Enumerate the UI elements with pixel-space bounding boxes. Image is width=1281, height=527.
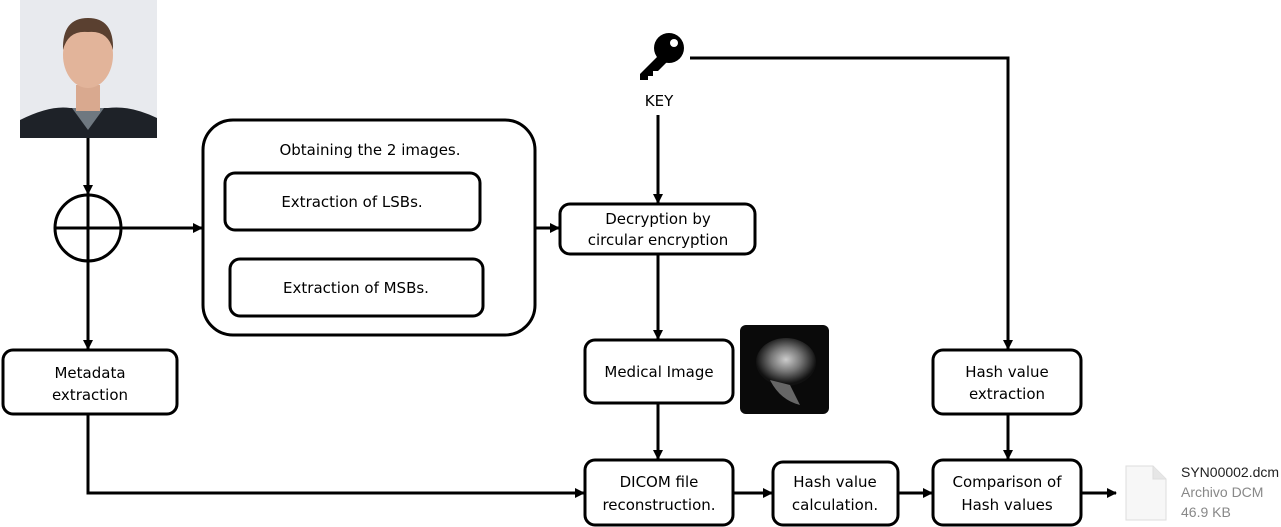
medical-image-label: Medical Image	[604, 363, 713, 381]
metadata-label-1: Metadata	[54, 364, 125, 382]
comparison-label-2: Hash values	[961, 496, 1053, 514]
lsb-box	[223, 171, 482, 232]
decryption-box	[558, 202, 757, 256]
comparison-label-1: Comparison of	[952, 473, 1062, 491]
connectors	[83, 56, 1117, 498]
dicom-label-2: reconstruction.	[602, 496, 715, 514]
file-name: SYN00002.dcm	[1181, 464, 1280, 480]
hash-extract-label-1: Hash value	[965, 363, 1049, 381]
hash-calc-box	[771, 460, 900, 527]
dicom-box	[583, 458, 735, 527]
metadata-box	[1, 348, 179, 416]
big-box-title: Obtaining the 2 images.	[279, 141, 460, 159]
file-info[interactable]: SYN00002.dcm Archivo DCM 46.9 KB	[1181, 462, 1279, 522]
dicom-label-1: DICOM file	[620, 473, 699, 491]
portrait-photo	[20, 0, 157, 138]
decryption-label-2: circular encryption	[588, 231, 729, 249]
msb-box	[228, 257, 485, 318]
hash-calc-label-1: Hash value	[793, 473, 877, 491]
key-icon	[640, 33, 684, 80]
hash-extract-label-2: extraction	[969, 385, 1045, 403]
metadata-label-2: extraction	[52, 386, 128, 404]
medical-image-box	[583, 338, 735, 405]
brain-mri-image	[740, 325, 829, 414]
lsb-label: Extraction of LSBs.	[281, 193, 422, 211]
file-type: Archivo DCM	[1181, 484, 1264, 500]
decryption-label-1: Decryption by	[605, 210, 711, 228]
hash-calc-label-2: calculation.	[792, 496, 878, 514]
msb-label: Extraction of MSBs.	[283, 279, 429, 297]
comparison-box	[931, 458, 1083, 527]
xor-icon	[53, 193, 123, 263]
file-icon	[1125, 465, 1167, 521]
key-label: KEY	[645, 92, 674, 110]
file-size: 46.9 KB	[1181, 504, 1231, 520]
hash-extract-box	[931, 348, 1083, 416]
